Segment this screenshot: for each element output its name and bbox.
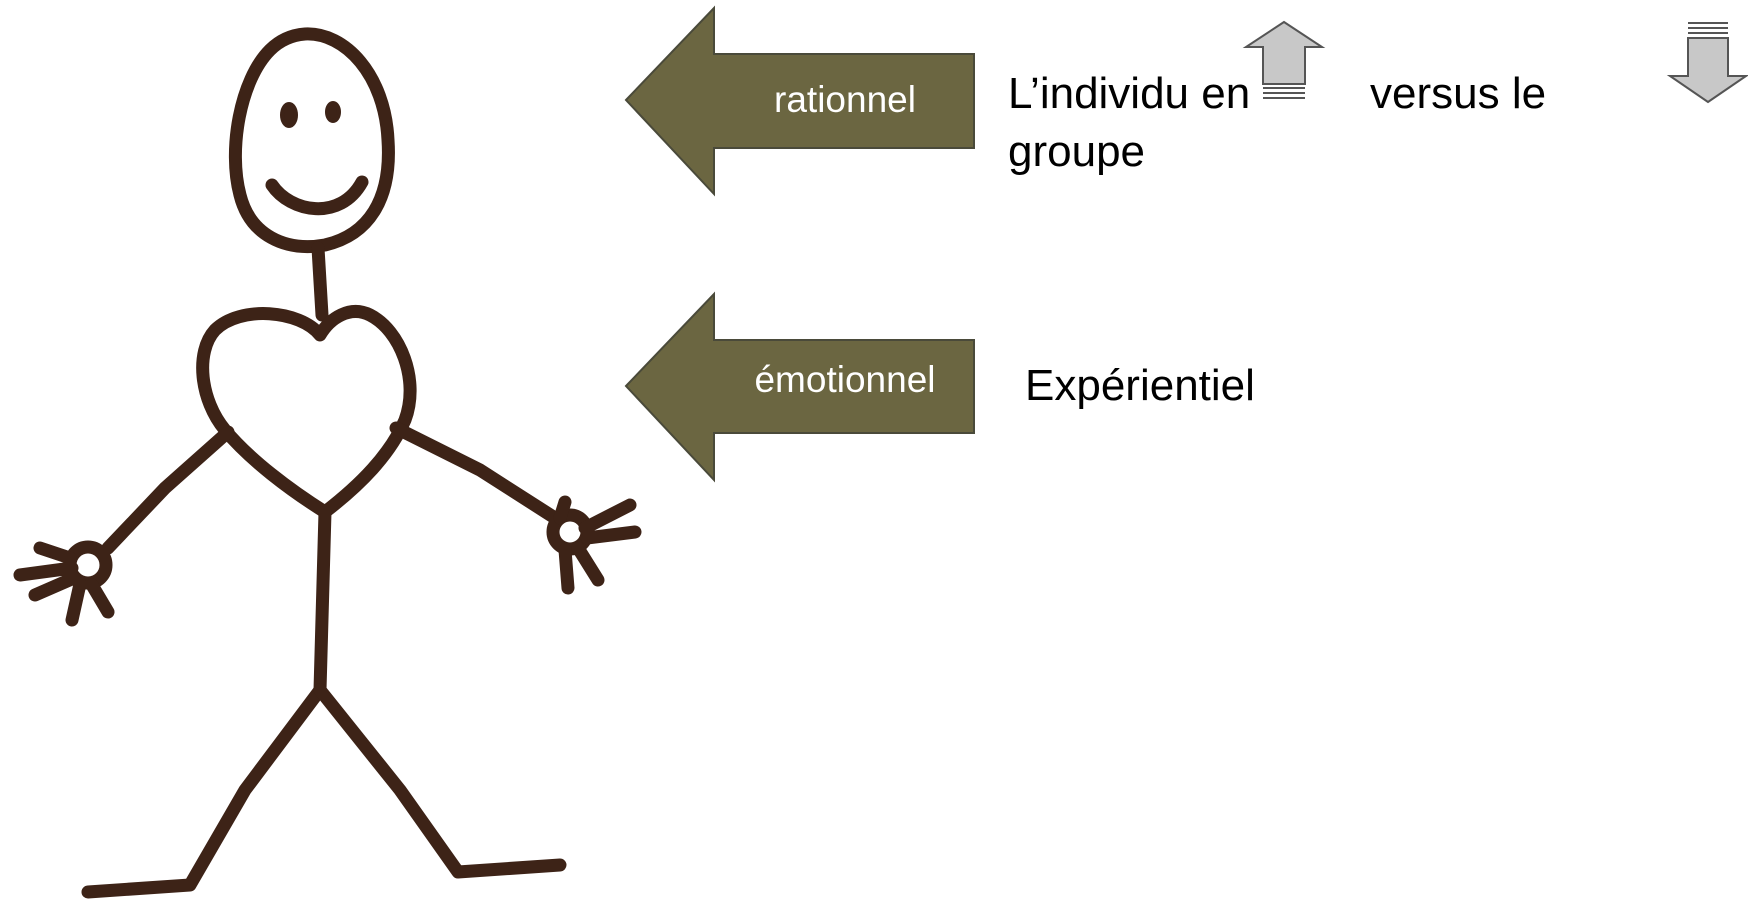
left-eye: [280, 102, 298, 128]
left-leg: [81, 683, 327, 899]
head-shape: [228, 27, 395, 253]
experientiel-label: Expérientiel: [1025, 361, 1255, 410]
individu-line2: groupe: [1008, 127, 1146, 176]
individu-line1-a: L’individu en: [1008, 69, 1251, 118]
right-arm: [389, 421, 562, 525]
arrow-rationnel-shape: [624, 5, 975, 197]
right-fingers: [553, 495, 642, 595]
left-fingers: [13, 541, 115, 627]
neck: [311, 241, 329, 322]
right-eye: [325, 101, 341, 123]
arrow-emotionnel-label: émotionnel: [754, 359, 935, 400]
left-arm: [101, 425, 235, 555]
heart-torso: [196, 305, 417, 519]
right-leg: [313, 683, 567, 879]
up-arrow-icon: [1242, 20, 1326, 99]
down-arrow-icon: [1666, 22, 1748, 104]
arrow-rationnel-label: rationnel: [774, 79, 916, 120]
arrow-emotionnel-shape: [624, 291, 975, 483]
body-line: [313, 505, 332, 697]
smile: [265, 175, 369, 216]
arrow-emotionnel: émotionnel: [624, 291, 975, 483]
stick-figure-heart-icon: [13, 27, 642, 899]
arrow-rationnel: rationnel: [624, 5, 975, 197]
individu-line1-b: versus le: [1370, 69, 1547, 118]
